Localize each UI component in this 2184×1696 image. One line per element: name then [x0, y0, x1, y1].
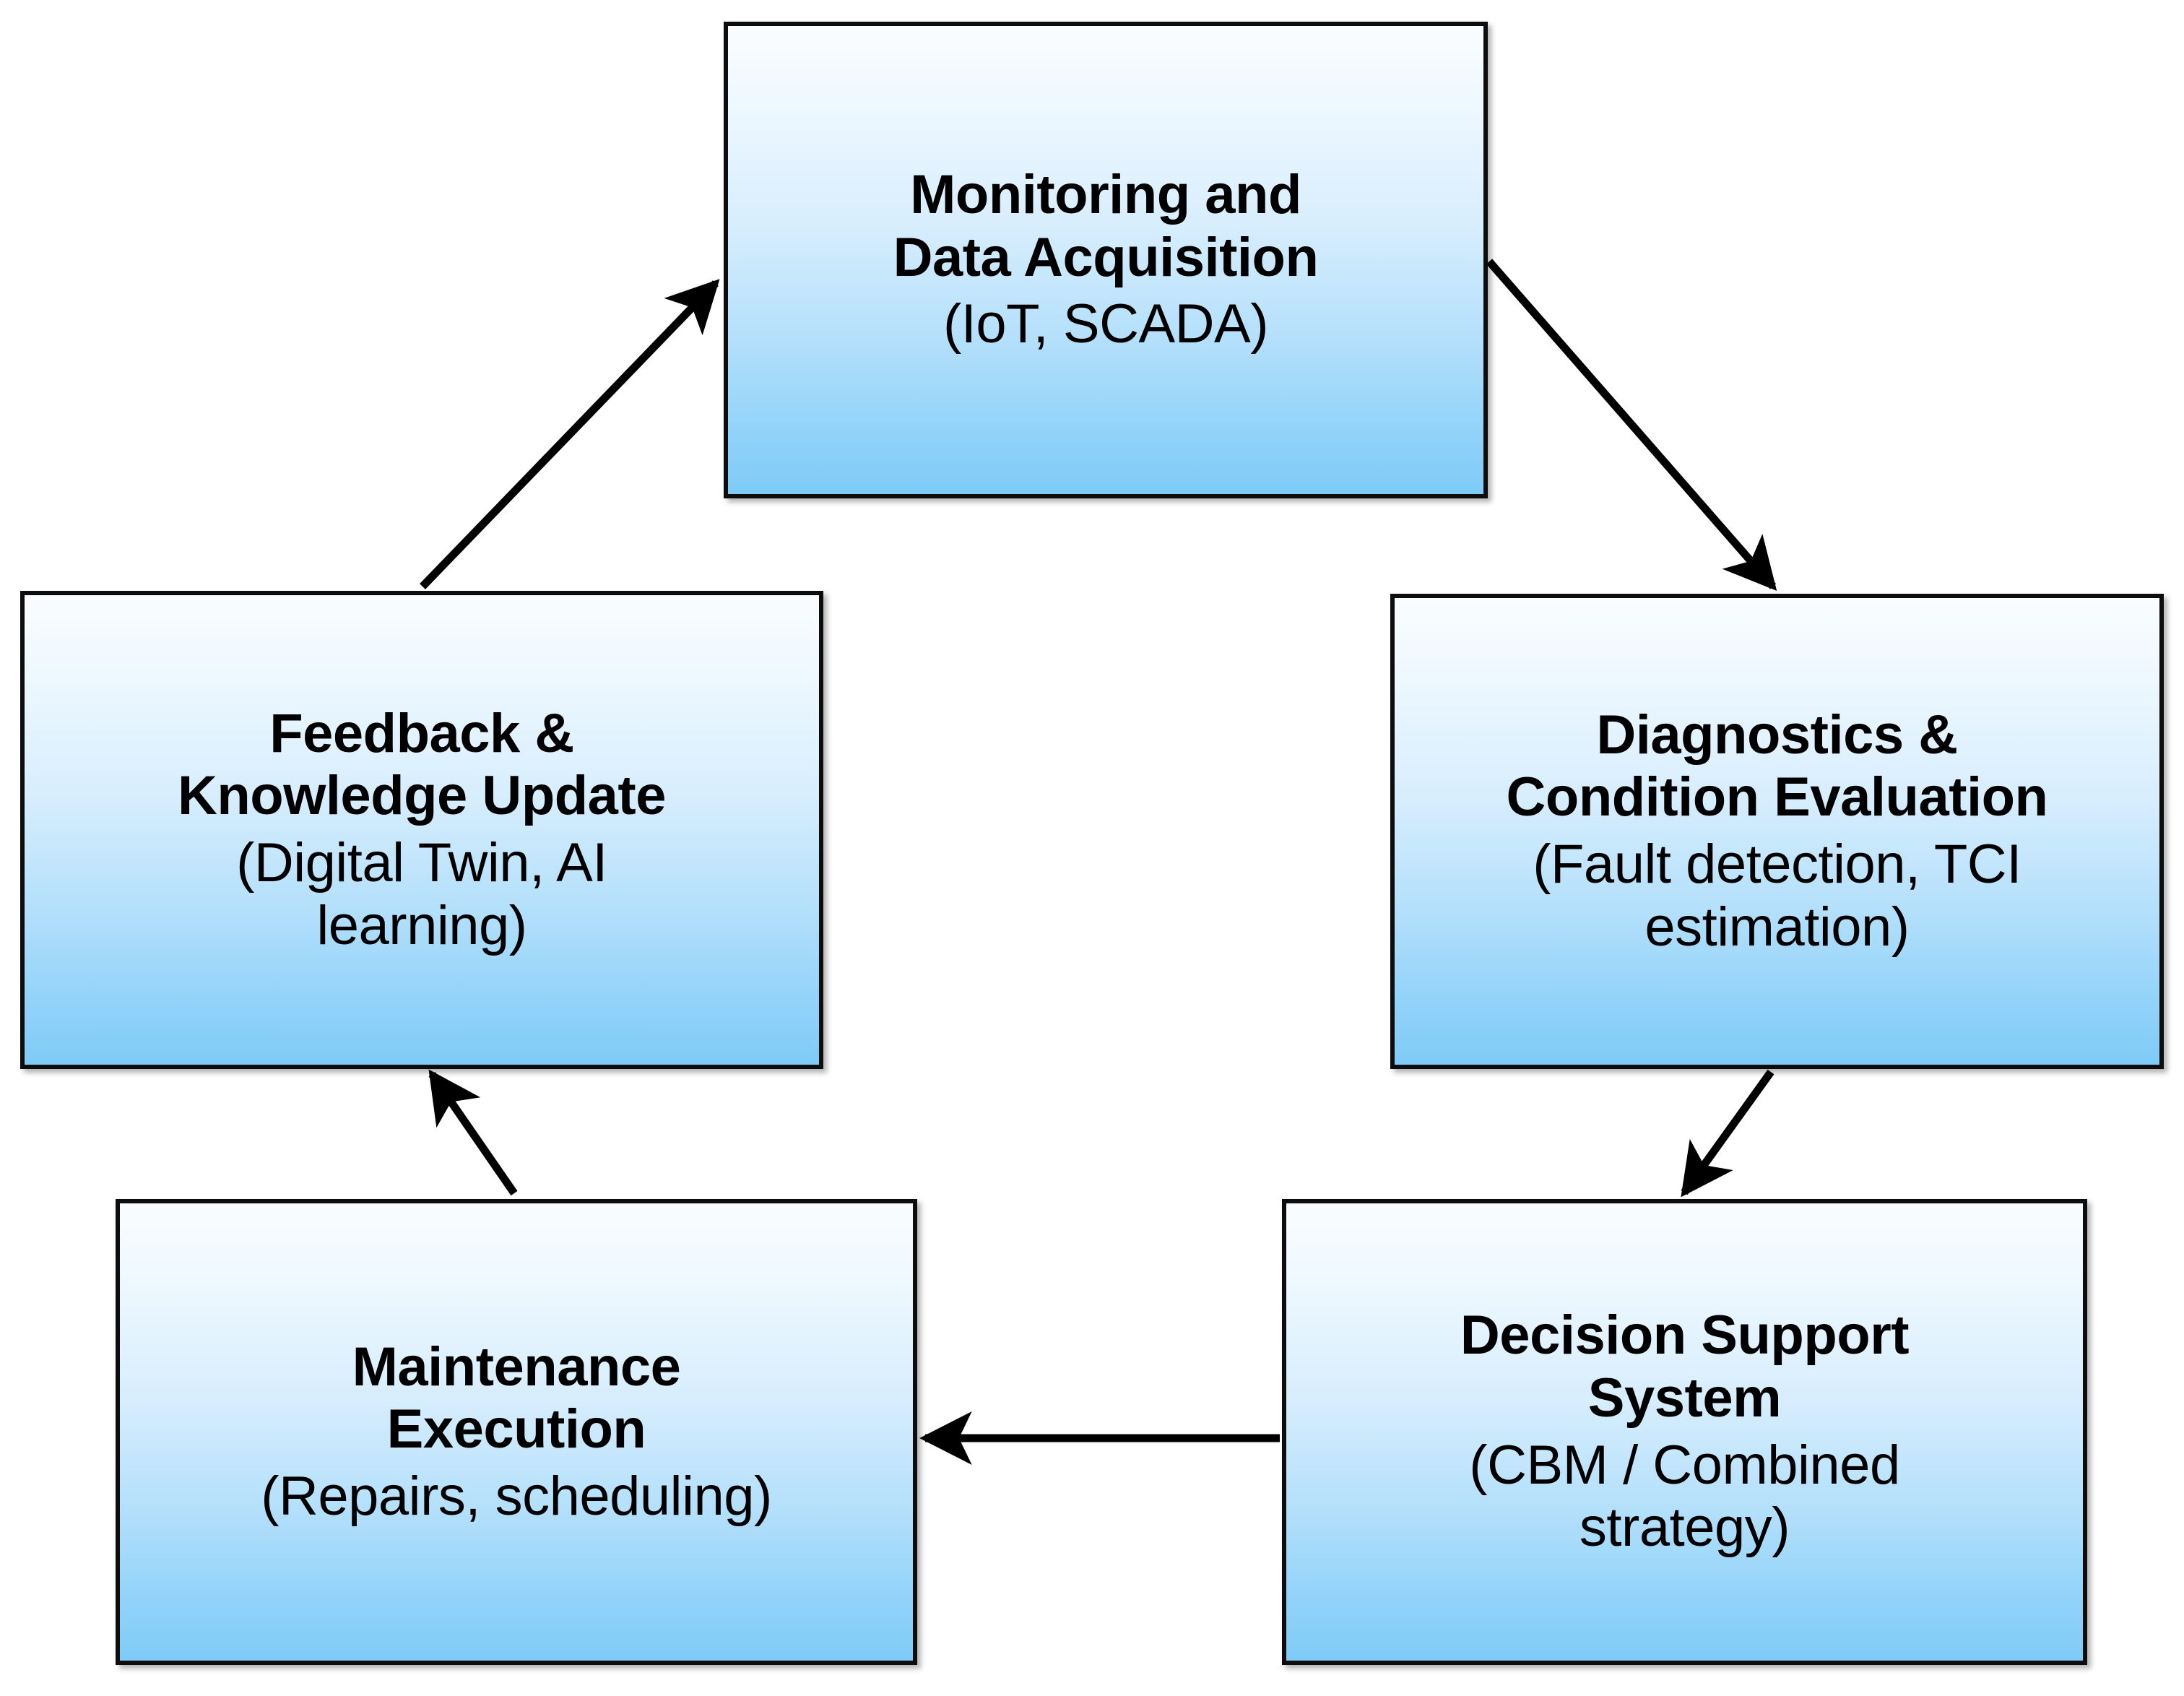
- node-diagnostics-title: Diagnostics & Condition Evaluation: [1506, 704, 2048, 828]
- node-maintenance-execution[interactable]: Maintenance Execution (Repairs, scheduli…: [116, 1199, 917, 1665]
- node-decision-support-title: Decision Support System: [1460, 1305, 1910, 1429]
- node-decision-support[interactable]: Decision Support System (CBM / Combined …: [1282, 1199, 2087, 1665]
- node-feedback-knowledge-update-title: Feedback & Knowledge Update: [177, 702, 667, 827]
- node-diagnostics[interactable]: Diagnostics & Condition Evaluation (Faul…: [1390, 594, 2164, 1069]
- edge-maintenance-to-feedback: [428, 1069, 518, 1196]
- node-feedback-knowledge-update-subtitle: (Digital Twin, AI learning): [236, 832, 607, 956]
- node-monitoring[interactable]: Monitoring and Data Acquisition (IoT, SC…: [724, 22, 1488, 498]
- node-decision-support-subtitle: (CBM / Combined strategy): [1469, 1434, 1900, 1559]
- node-maintenance-execution-subtitle: (Repairs, scheduling): [261, 1465, 772, 1527]
- node-monitoring-subtitle: (IoT, SCADA): [942, 293, 1269, 355]
- node-feedback-knowledge-update[interactable]: Feedback & Knowledge Update (Digital Twi…: [20, 591, 823, 1069]
- node-monitoring-title: Monitoring and Data Acquisition: [893, 164, 1319, 288]
- edge-monitoring-to-diagnostics: [1486, 259, 1777, 591]
- node-maintenance-execution-title: Maintenance Execution: [352, 1336, 681, 1461]
- edge-diagnostics-to-decision: [1681, 1069, 1774, 1198]
- node-diagnostics-subtitle: (Fault detection, TCI estimation): [1533, 834, 2022, 958]
- edge-feedback-to-monitoring: [420, 279, 720, 589]
